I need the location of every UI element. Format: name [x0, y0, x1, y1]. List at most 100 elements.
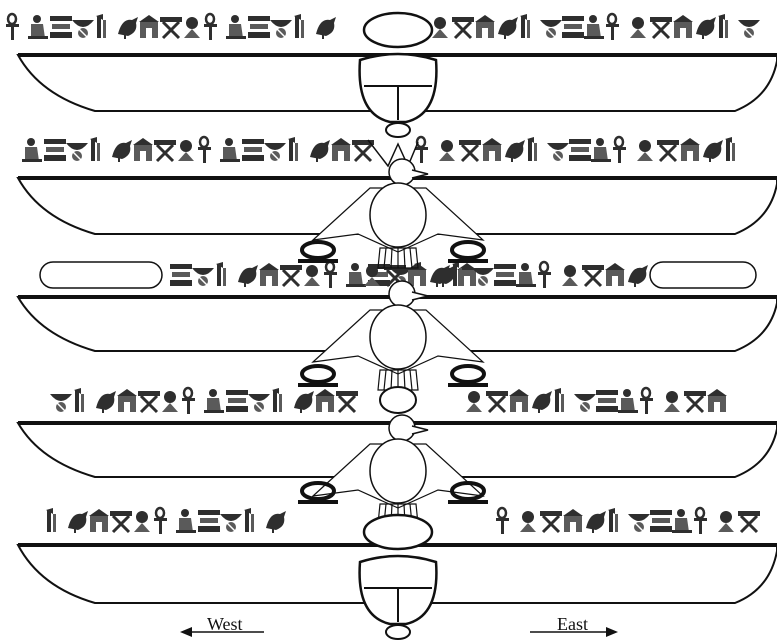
hieroglyph-icon	[259, 263, 279, 286]
hieroglyph-icon	[154, 508, 167, 534]
sun-disk-icon	[364, 13, 432, 47]
hieroglyph-icon	[72, 20, 94, 38]
hieroglyph-icon	[584, 15, 604, 39]
hieroglyph-icon	[264, 143, 286, 161]
hieroglyph-icon	[50, 16, 72, 38]
hieroglyph-icon	[89, 509, 109, 532]
hieroglyph-icon	[574, 394, 596, 412]
hieroglyph-icon	[684, 391, 706, 412]
hieroglyph-icon	[66, 143, 88, 161]
hieroglyph-icon	[266, 511, 286, 533]
hieroglyph-icon	[182, 388, 195, 414]
hieroglyph-icon	[606, 14, 619, 40]
hieroglyph-icon	[112, 140, 132, 162]
hieroglyph-icon	[216, 262, 226, 286]
hieroglyph-icon	[482, 138, 502, 161]
hieroglyph-icon	[50, 394, 72, 412]
hieroglyph-icon	[672, 509, 692, 533]
hieroglyph-icon	[498, 17, 518, 39]
hieroglyph-icon	[540, 511, 562, 532]
hieroglyph-icon	[532, 391, 552, 413]
hieroglyph-icon	[346, 263, 366, 287]
hieroglyph-icon	[6, 14, 19, 40]
hieroglyph-icon	[170, 264, 192, 286]
sun-disk-icon	[386, 123, 410, 137]
hieroglyph-icon	[696, 17, 716, 39]
hieroglyph-icon	[657, 140, 679, 161]
hieroglyph-icon	[486, 391, 508, 412]
hieroglyph-icon	[650, 510, 672, 532]
sun-disk-icon	[386, 625, 410, 639]
hieroglyph-icon	[272, 388, 282, 412]
hieroglyph-icon	[432, 17, 448, 38]
hieroglyph-icon	[244, 508, 254, 532]
hieroglyph-icon	[117, 389, 137, 412]
hieroglyph-icon	[294, 391, 314, 413]
hieroglyph-icon	[618, 389, 638, 413]
hieroglyph-icon	[133, 138, 153, 161]
hieroglyph-icon	[294, 14, 304, 38]
hieroglyph-icon	[439, 140, 455, 161]
head-icon	[389, 415, 415, 441]
hieroglyph-icon	[707, 389, 727, 412]
hieroglyph-icon	[160, 17, 182, 38]
hieroglyph-icon	[527, 137, 537, 161]
hieroglyph-icon	[459, 140, 481, 161]
shen-ring-icon	[298, 242, 338, 263]
hieroglyph-icon	[650, 17, 672, 38]
hieroglyph-icon	[198, 137, 211, 163]
hieroglyph-icon	[198, 510, 220, 532]
hieroglyph-icon	[324, 262, 337, 288]
hieroglyph-icon	[496, 508, 509, 534]
hieroglyph-icon	[628, 265, 648, 287]
hieroglyph-icon	[280, 265, 302, 286]
head-icon	[389, 281, 415, 307]
hieroglyph-icon	[591, 138, 611, 162]
hieroglyph-icon	[96, 391, 116, 413]
hieroglyph-icon	[452, 262, 462, 286]
hieroglyph-icon	[139, 15, 159, 38]
hieroglyph-icon	[516, 263, 536, 287]
hieroglyph-icon	[718, 14, 728, 38]
hieroglyph-icon	[90, 137, 100, 161]
hieroglyph-icon	[547, 143, 569, 161]
hieroglyph-icon	[110, 511, 132, 532]
hieroglyph-icon	[154, 140, 176, 161]
hieroglyph-icon	[415, 137, 428, 163]
hieroglyph-icon	[204, 389, 224, 413]
hieroglyph-icon	[176, 509, 196, 533]
hieroglyph-icon	[74, 388, 84, 412]
hieroglyph-icon	[452, 17, 474, 38]
east-label: East	[557, 615, 588, 633]
sun-disk-icon	[364, 515, 432, 549]
hieroglyph-icon	[315, 389, 335, 412]
hieroglyph-icon	[138, 391, 160, 412]
hieroglyph-icon	[220, 514, 242, 532]
body-icon	[370, 439, 426, 503]
cartouche-left	[40, 262, 162, 288]
hieroglyph-icon	[44, 139, 66, 161]
hieroglyph-icon	[703, 140, 723, 162]
hieroglyph-icon	[505, 140, 525, 162]
hieroglyph-icon	[725, 137, 735, 161]
hieroglyph-icon	[270, 20, 292, 38]
hieroglyph-icon	[554, 388, 564, 412]
body-icon	[370, 183, 426, 247]
hieroglyph-icon	[613, 137, 626, 163]
west-label: West	[207, 615, 243, 633]
hieroglyph-icon	[118, 17, 138, 39]
hieroglyph-icon	[520, 511, 536, 532]
hieroglyph-icon	[628, 514, 650, 532]
hieroglyph-icon	[248, 16, 270, 38]
hieroglyph-icon	[134, 511, 150, 532]
hieroglyph-icon	[640, 388, 653, 414]
hieroglyph-icon	[430, 265, 450, 287]
scarab-icon	[360, 13, 437, 137]
hieroglyph-icon	[680, 138, 700, 161]
hieroglyph-icon	[718, 511, 734, 532]
hieroglyph-icon	[637, 140, 653, 161]
hieroglyph-icon	[738, 511, 760, 532]
hieroglyph-icon	[204, 14, 217, 40]
hieroglyph-icon	[605, 263, 625, 286]
